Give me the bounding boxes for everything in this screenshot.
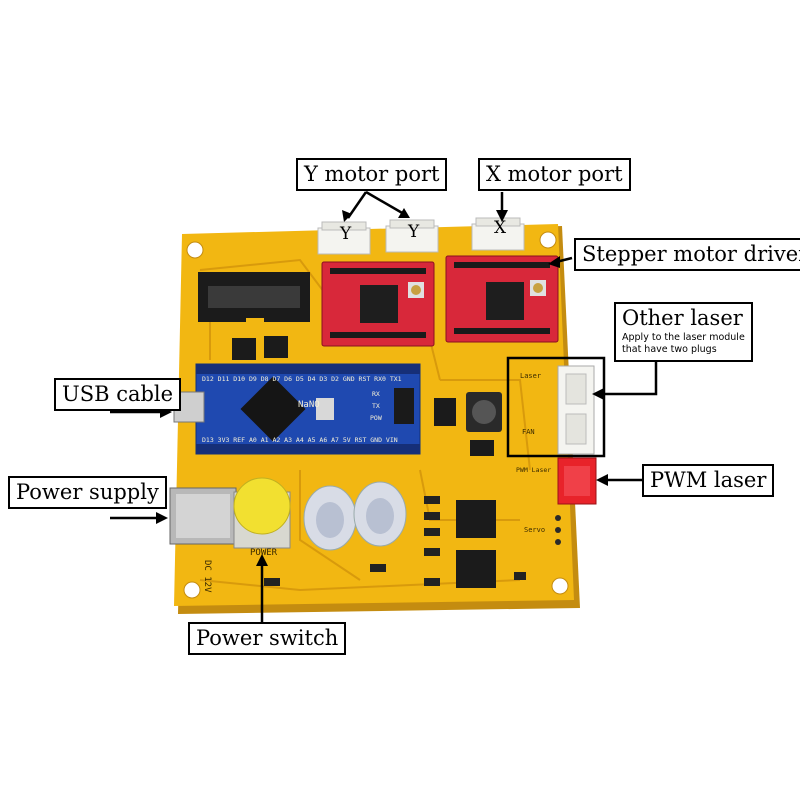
pwm-silk-label: PWM Laser — [516, 466, 552, 474]
pwm-laser-label: PWM laser — [642, 464, 775, 497]
dc-jack-face — [176, 494, 230, 538]
mount-hole-br — [551, 577, 569, 595]
tx-label: TX — [372, 402, 380, 410]
mosfet-2 — [456, 550, 496, 588]
arduino-nano — [195, 363, 421, 455]
rx-label: RX — [372, 390, 380, 398]
y-port-letter-2: Y — [408, 222, 420, 242]
capacitor-1 — [303, 485, 357, 551]
power-switch-cap — [233, 477, 291, 535]
other-laser-label: Other laser Apply to the laser module th… — [614, 302, 753, 362]
stepper-motor-driver-label: Stepper motor driver — [574, 238, 800, 271]
pow-label: POW — [370, 414, 382, 422]
usb-cable-label: USB cable — [54, 378, 182, 411]
mosfet-1 — [456, 500, 496, 538]
stepper-driver-y — [321, 261, 435, 347]
other-laser-desc-line1: Apply to the laser module — [622, 332, 745, 343]
arrow-heads — [156, 208, 608, 566]
y-motor-connector-1 — [317, 221, 371, 255]
nano-bottom-pin-labels: D13 3V3 REF A0 A1 A2 A3 A4 A5 A6 A7 5V R… — [202, 436, 398, 444]
dc-silk-label: DC 12V — [202, 560, 212, 593]
mount-hole-tr — [539, 231, 557, 249]
mount-hole-tl — [186, 241, 204, 259]
y-port-letter-1: Y — [340, 224, 352, 244]
other-laser-connector — [557, 365, 595, 455]
y-motor-port-label: Y motor port — [296, 158, 448, 191]
power-switch-label: Power switch — [188, 622, 347, 655]
jumper-2 — [264, 336, 288, 358]
nano-top-pin-labels: D12 D11 D10 D9 D8 D7 D6 D5 D4 D3 D2 GND … — [202, 375, 402, 383]
servo-silk-label: Servo — [524, 526, 546, 534]
x-motor-connector — [471, 217, 525, 251]
mount-hole-bl — [183, 581, 201, 599]
diode — [470, 440, 494, 456]
jumper-1 — [232, 338, 256, 360]
idc-header — [198, 272, 310, 324]
inductor-core — [472, 400, 496, 424]
servo-pins — [555, 515, 561, 545]
power-supply-label: Power supply — [8, 476, 167, 509]
fan-silk-label: FAN — [522, 428, 535, 436]
x-port-letter: X — [494, 218, 507, 238]
laser-silk-label: Laser — [520, 372, 542, 380]
other-laser-highlight-box — [506, 356, 606, 458]
smd-components — [264, 496, 526, 586]
y-motor-connector-2 — [385, 219, 439, 253]
stepper-driver-x — [445, 255, 559, 343]
power-silk-label: POWER — [250, 548, 278, 558]
capacitor-2 — [353, 481, 407, 547]
other-laser-desc-line2: that have two plugs — [622, 343, 717, 355]
pwm-laser-connector — [557, 457, 597, 505]
ic-chip — [434, 398, 456, 426]
x-motor-port-label: X motor port — [478, 158, 631, 191]
nano-label: NaNO — [298, 400, 320, 410]
other-laser-title: Other laser — [622, 306, 743, 330]
